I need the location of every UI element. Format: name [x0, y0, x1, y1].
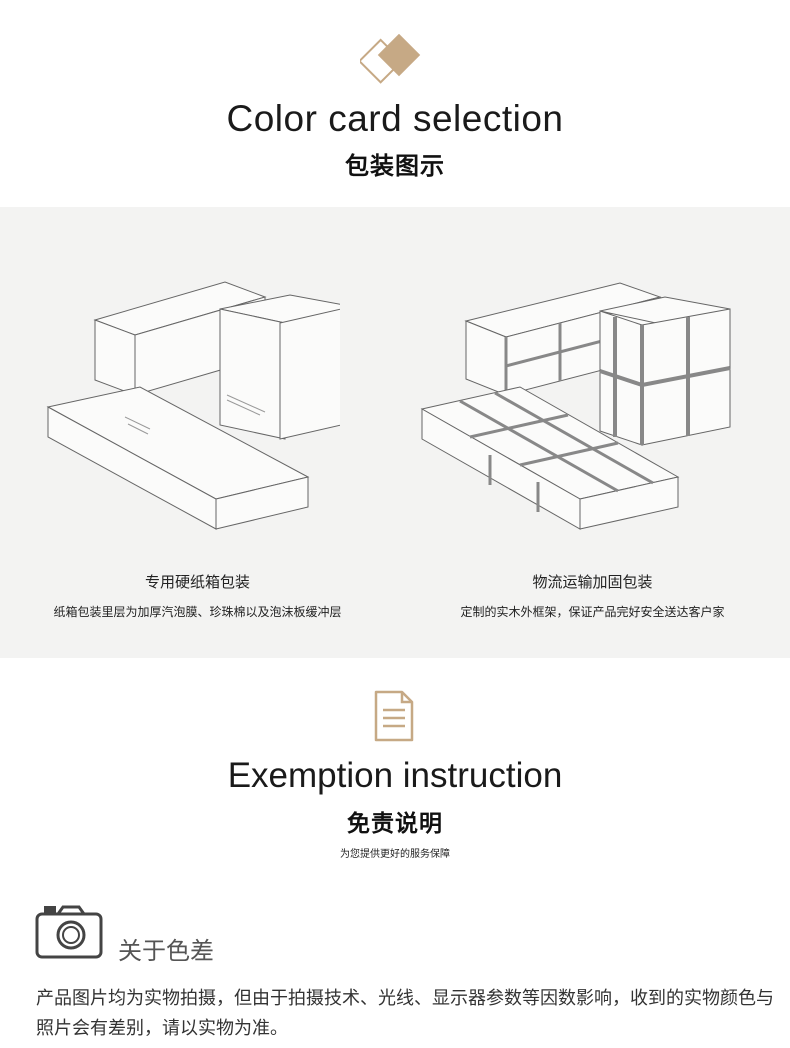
- crate-description: 定制的实木外框架，保证产品完好安全送达客户家: [460, 605, 725, 619]
- diamond-icon: [360, 34, 421, 84]
- packaging-title-cn: 包装图示: [345, 152, 445, 180]
- wooden-crate-illustration: [420, 282, 731, 530]
- color-difference-heading: 关于色差: [118, 937, 214, 965]
- color-difference-body: 产品图片均为实物拍摄，但由于拍摄技术、光线、显示器参数等因数影响，收到的实物颜色…: [36, 988, 774, 1039]
- packaging-panel: 专用硬纸箱包装 物流运输加固包装 纸箱包装里层为加厚汽泡膜、珍珠棉以及泡沫板缓冲…: [0, 207, 790, 658]
- crate-caption: 物流运输加固包装: [532, 573, 653, 591]
- exemption-title-en: Exemption instruction: [227, 756, 563, 795]
- exemption-subtitle: 为您提供更好的服务保障: [340, 849, 450, 860]
- camera-icon: [35, 905, 103, 959]
- exemption-title-cn: 免责说明: [347, 811, 443, 837]
- cardboard-boxes-illustration: [46, 281, 340, 530]
- cardboard-caption: 专用硬纸箱包装: [144, 573, 250, 591]
- packaging-title-en: Color card selection: [226, 98, 564, 139]
- document-icon: [374, 690, 414, 742]
- cardboard-description: 纸箱包装里层为加厚汽泡膜、珍珠棉以及泡沫板缓冲层: [53, 605, 342, 619]
